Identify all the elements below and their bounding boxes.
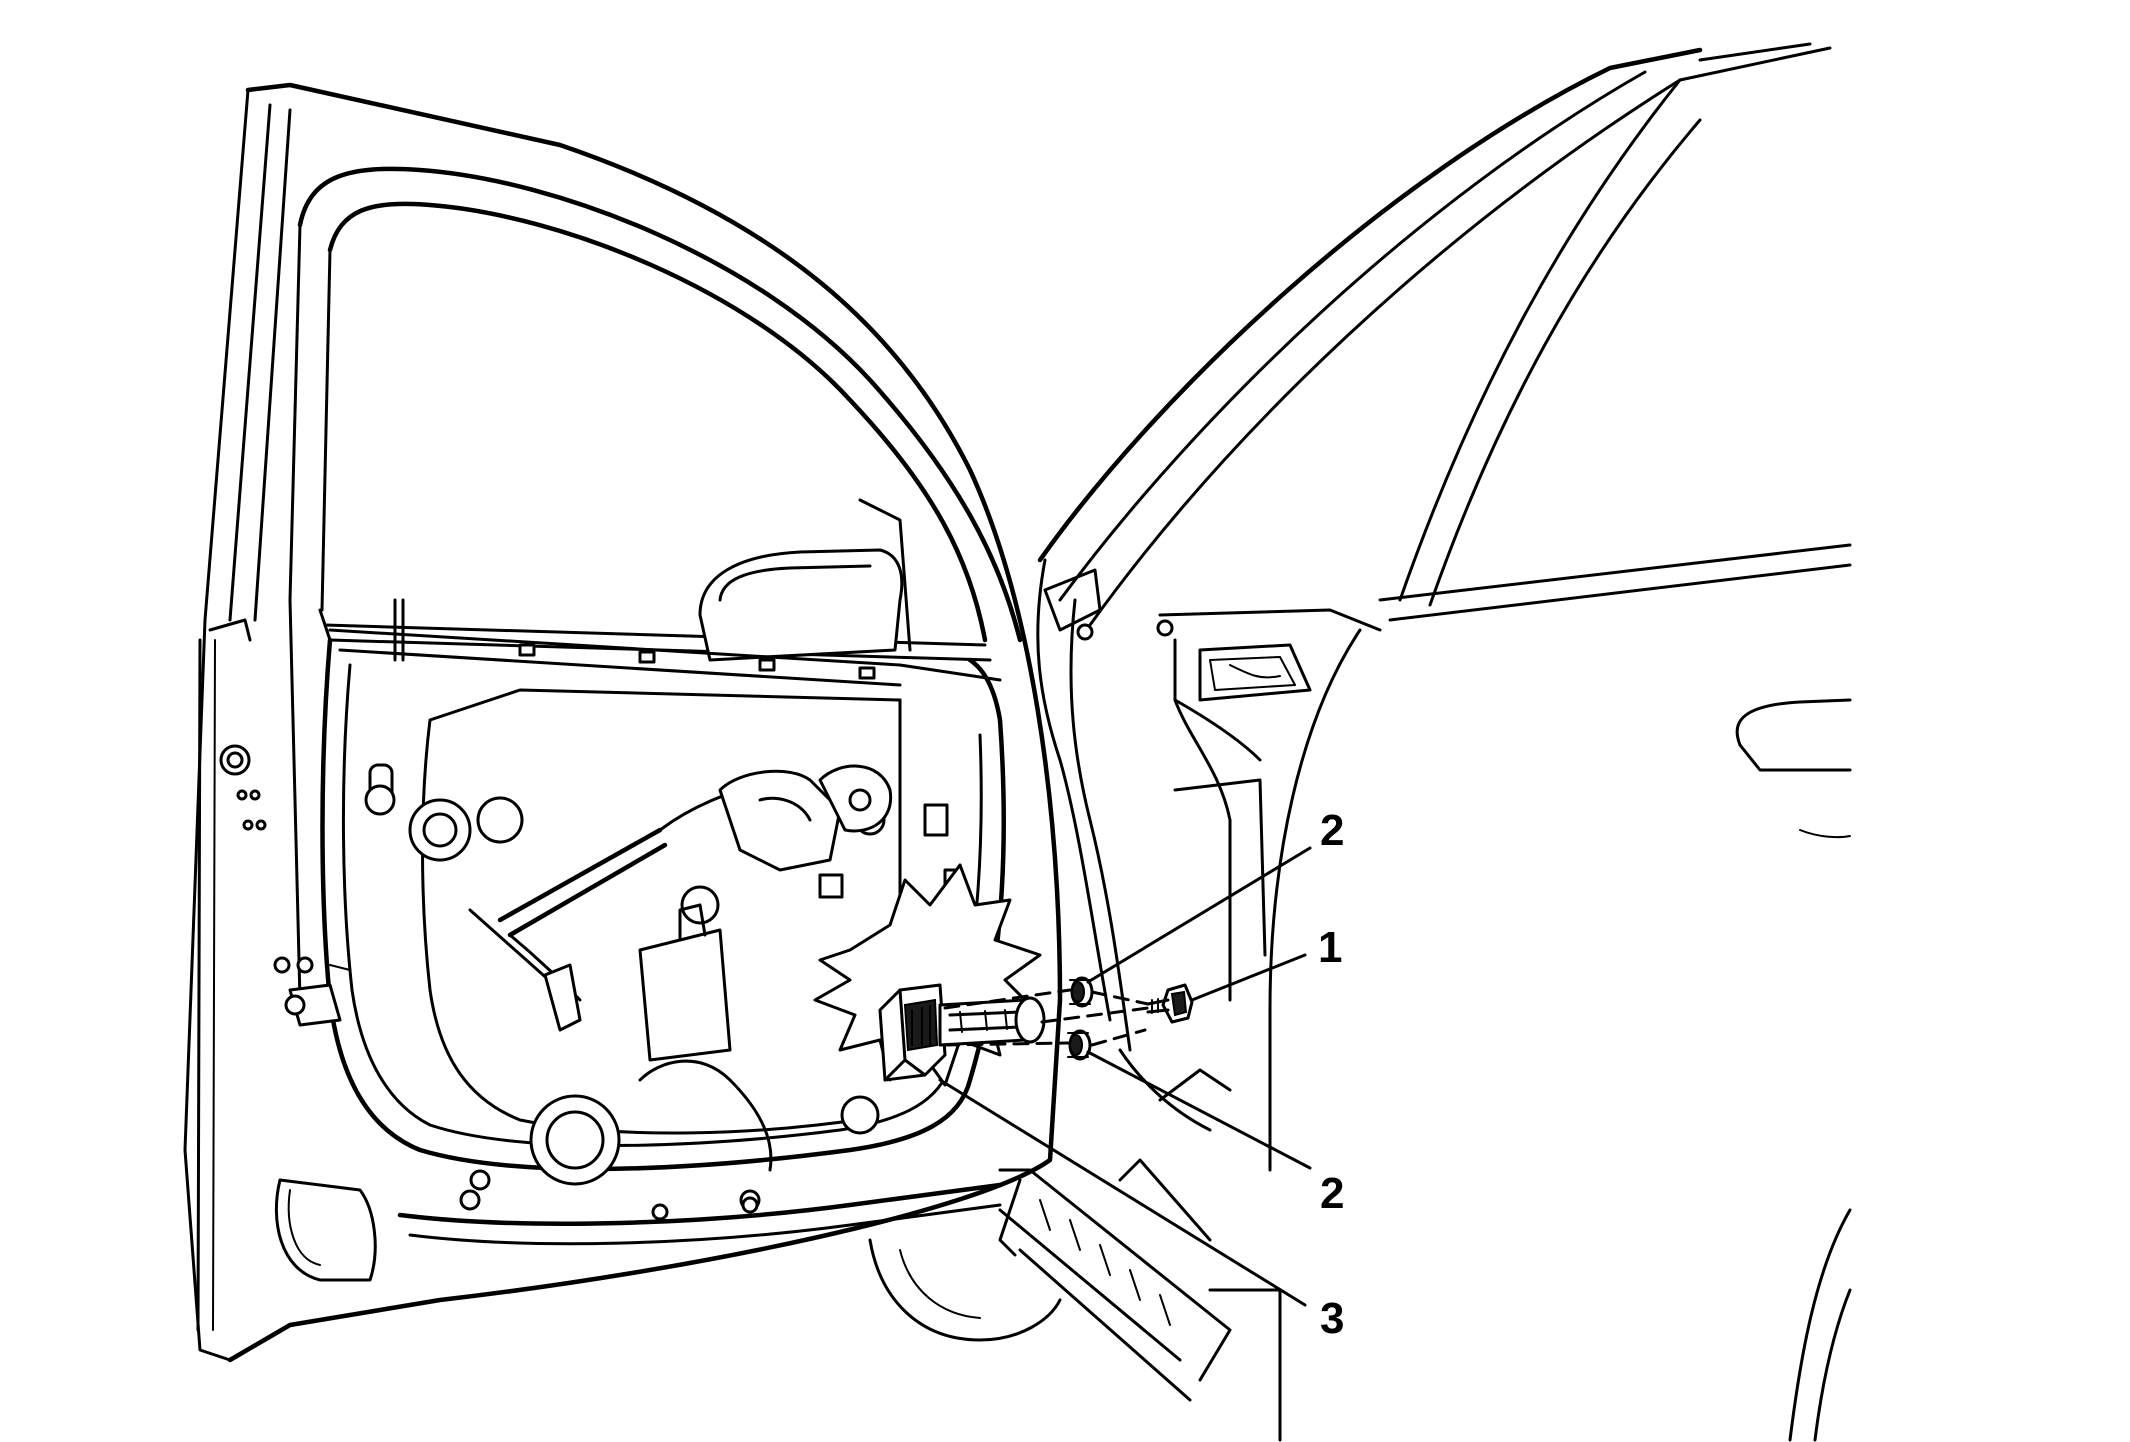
bolt: [1146, 983, 1194, 1024]
rocker-sill: [868, 1158, 1282, 1442]
callout-2-top: 2: [1320, 806, 1344, 855]
callout-3: 3: [1320, 1294, 1344, 1343]
vehicle-body: [1036, 42, 1852, 1442]
door-check-assembly: [878, 983, 1046, 1082]
leader-lines: [938, 846, 1312, 1307]
assembly-lines: [943, 988, 1150, 1047]
callout-2-bottom: 2: [1320, 1169, 1344, 1218]
nut-lower: [1067, 1029, 1092, 1061]
callout-labels: 2 1 2 3: [1318, 806, 1344, 1343]
front-door: [183, 82, 1063, 1363]
fasteners: [1067, 976, 1194, 1061]
callout-1: 1: [1318, 923, 1342, 972]
